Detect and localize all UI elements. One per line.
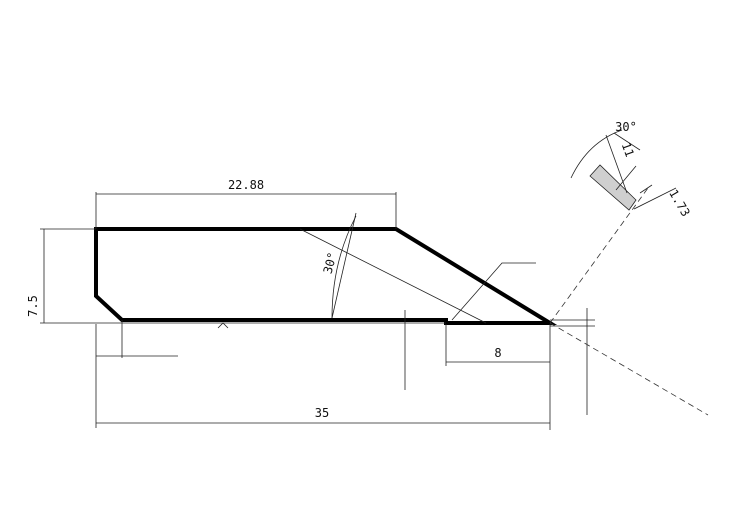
- dashed-line-down: [549, 322, 709, 416]
- chamfer-angle-arc: [331, 215, 357, 319]
- detail-angle-label: 30°: [615, 120, 637, 134]
- detail-offset-leader: [633, 187, 677, 210]
- chamfer-leader: [451, 262, 536, 321]
- dashed-line-up: [549, 187, 649, 324]
- top-length-label: 22.88: [228, 178, 264, 192]
- detail-rake-label: 11: [619, 140, 637, 158]
- detail-offset-label: 1.73: [666, 187, 693, 219]
- total-length-label: 35: [315, 406, 329, 420]
- detail-insert-edge: [615, 165, 637, 191]
- chamfer-ref-line: [299, 228, 487, 324]
- detail-ref-line-2: [613, 132, 641, 151]
- detail-offset-tick: [639, 184, 653, 194]
- height-label: 7.5: [26, 295, 40, 317]
- profile-outline: [94, 227, 558, 325]
- chamfer-angle-label: 30°: [321, 251, 340, 276]
- detail-ref-line-1: [605, 134, 628, 194]
- detail-angle-arc: [570, 129, 623, 179]
- center-mark: [217, 322, 229, 329]
- step-length-label: 8: [494, 346, 501, 360]
- chamfer-ext-line: [331, 212, 357, 319]
- detail-insert: [589, 164, 637, 211]
